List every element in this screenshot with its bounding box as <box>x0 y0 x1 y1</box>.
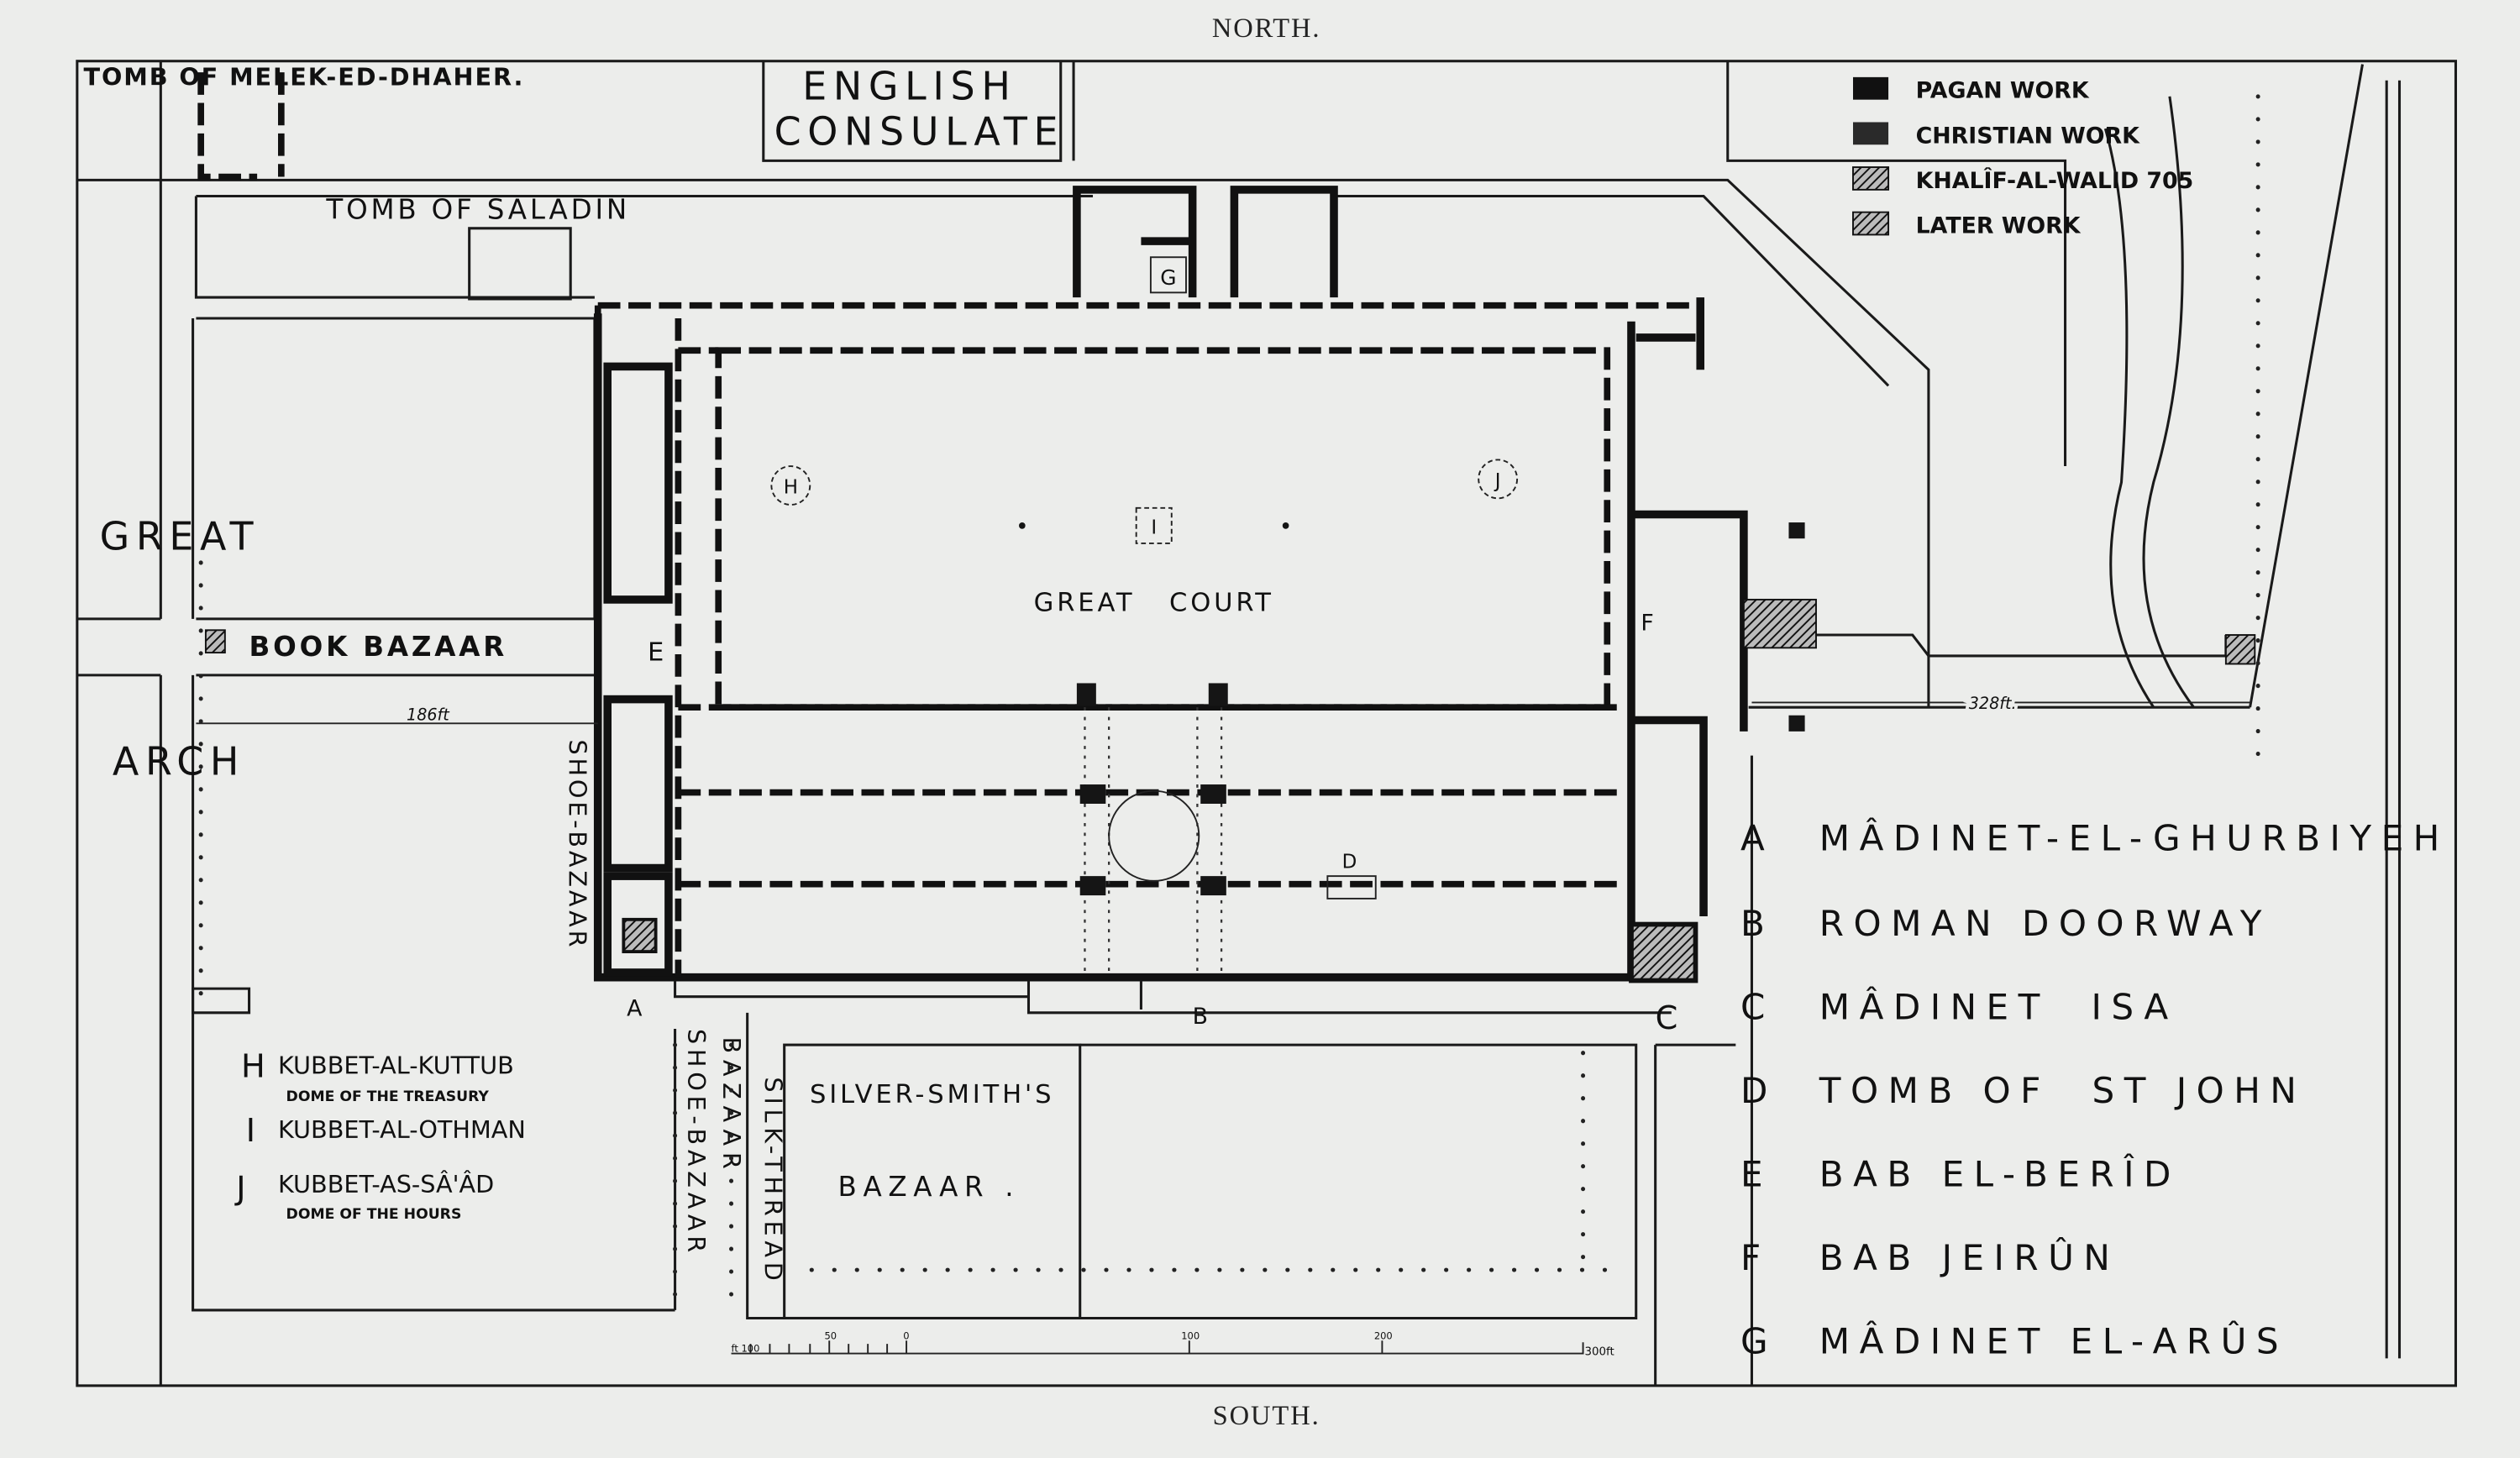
key-name: TOMB OF ST JOHN <box>1819 1070 2306 1111</box>
legend-christian: CHRISTIAN WORK <box>1916 123 2141 149</box>
scale-label: 100 <box>1181 1330 1200 1341</box>
tomb-melek-walls <box>197 72 285 181</box>
north-label: NORTH. <box>1212 13 1321 44</box>
dome-name: KUBBET-AL-KUTTUB <box>278 1052 514 1080</box>
key-letter: C <box>1740 986 1775 1027</box>
scale-bar: ft 100 50 0 100 200 300ft <box>732 1330 1614 1358</box>
streets <box>76 60 2402 1386</box>
south-bazaars <box>673 1012 1638 1320</box>
marker-e: E <box>648 638 664 668</box>
marker-g: G <box>1160 265 1176 290</box>
label-english-consulate-2: CONSULATE <box>774 108 1065 154</box>
label-silk-thread: SILK-THREAD <box>759 1077 788 1285</box>
marker-b: B <box>1193 1004 1208 1030</box>
key-letter: A <box>1740 817 1774 858</box>
dimension-186ft: 186ft <box>407 705 450 724</box>
label-tomb-melek: TOMB OF MELEK-ED-DHAHER. <box>83 62 524 91</box>
legend-pagan: PAGAN WORK <box>1916 78 2090 104</box>
label-book-bazaar: BOOK BAZAAR <box>249 631 508 663</box>
marker-c: C <box>1656 999 1678 1037</box>
label-great: GREAT <box>100 514 260 559</box>
key-name: BAB EL-BERÎD <box>1819 1153 2181 1195</box>
dome-j <box>1478 459 1519 500</box>
dome-h <box>770 465 811 506</box>
label-bazaar: BAZAAR <box>717 1037 746 1176</box>
label-silversmiths-2: BAZAAR . <box>838 1171 1021 1203</box>
marker-f: F <box>1641 610 1653 636</box>
key-letter: D <box>1740 1070 1777 1111</box>
dome-name: KUBBET-AL-OTHMAN <box>278 1115 526 1144</box>
dome-name: KUBBET-AS-SÂ'ÂD <box>278 1170 494 1198</box>
legend-walid: KHALÎF-AL-WALID 705 <box>1916 167 2194 194</box>
minaret-north-walls <box>1073 186 1338 298</box>
key-name: ROMAN DOORWAY <box>1819 903 2271 944</box>
map-frame <box>76 60 2457 1387</box>
dome-i <box>1135 506 1173 544</box>
marker-a: A <box>627 996 643 1022</box>
dome-letter: I <box>246 1112 255 1150</box>
material-legend: PAGAN WORK CHRISTIAN WORK KHALÎF-AL-WALI… <box>1852 76 2194 239</box>
label-arch: ARCH <box>113 739 245 784</box>
scale-label: 50 <box>825 1330 837 1341</box>
label-shoe-bazaar-1: SHOE-BAZAAR <box>563 739 591 950</box>
dome-note: DOME OF THE HOURS <box>286 1206 462 1223</box>
key-letter: G <box>1740 1321 1777 1362</box>
label-great-court: GREAT COURT <box>1034 588 1274 617</box>
letter-key: A MÂDINET-EL-GHURBIYEH B ROMAN DOORWAY C… <box>1740 816 2449 1362</box>
dome-letter: H <box>241 1047 265 1085</box>
key-letter: F <box>1740 1237 1771 1278</box>
key-name: BAB JEIRÛN <box>1819 1236 2120 1278</box>
label-tomb-saladin: TOMB OF SALADIN <box>325 193 630 225</box>
dimension-328ft: 328ft. <box>1969 694 2017 713</box>
scale-label: 200 <box>1374 1330 1393 1341</box>
key-letter: B <box>1740 903 1774 944</box>
label-shoe-bazaar-2: SHOE-BAZAAR <box>682 1029 711 1257</box>
scale-label: ft 100 <box>732 1343 760 1355</box>
marker-d: D <box>1342 852 1357 873</box>
dome-key: H KUBBET-AL-KUTTUB DOME OF THE TREASURY … <box>234 1047 526 1222</box>
scale-label: 0 <box>903 1330 909 1341</box>
great-mosque <box>204 297 2256 1015</box>
label-silversmiths-1: SILVER-SMITH'S <box>810 1080 1054 1109</box>
marker-h: H <box>784 477 798 499</box>
key-name: MÂDINET EL-ARÛS <box>1819 1320 2288 1362</box>
label-english-consulate-1: ENGLISH <box>802 64 1016 109</box>
south-label: SOUTH. <box>1213 1401 1320 1431</box>
key-letter: E <box>1740 1154 1772 1195</box>
legend-later: LATER WORK <box>1916 213 2082 239</box>
dome-letter: J <box>234 1170 245 1208</box>
marker-i: I <box>1151 517 1157 538</box>
key-name: MÂDINET ISA <box>1819 985 2178 1027</box>
key-name: MÂDINET-EL-GHURBIYEH <box>1819 816 2449 858</box>
dome-note: DOME OF THE TREASURY <box>286 1088 490 1105</box>
scale-label: 300ft <box>1584 1346 1614 1359</box>
marker-j: J <box>1494 470 1501 492</box>
